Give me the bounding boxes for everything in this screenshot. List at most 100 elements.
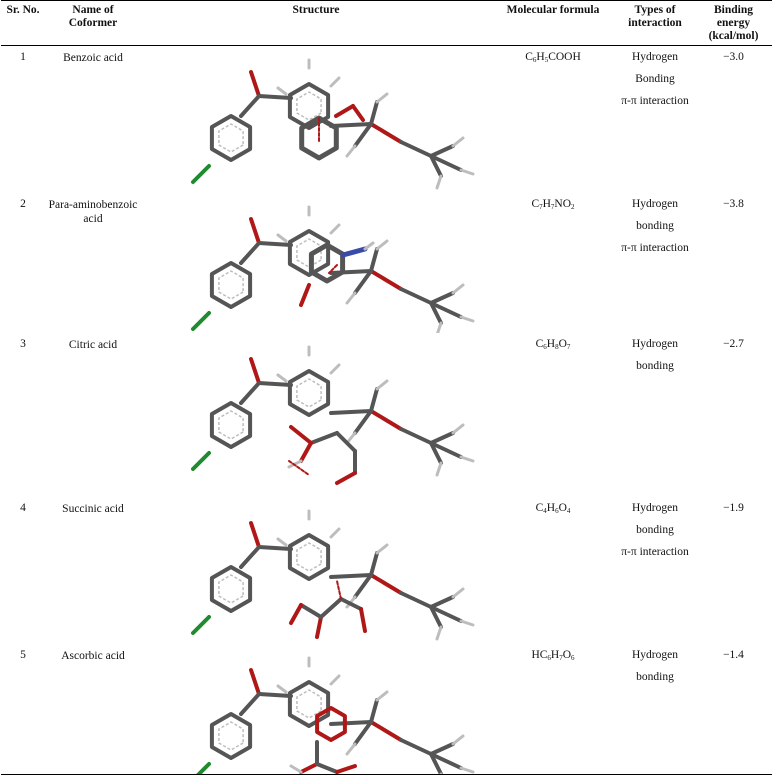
molecular-formula: C6H5COOH — [525, 51, 581, 64]
molecule-bond — [276, 537, 288, 547]
row-number: 1 — [20, 51, 26, 63]
molecule-bond — [353, 409, 373, 435]
molecule-bond — [451, 136, 465, 148]
structure-cell — [141, 193, 491, 333]
molecule-bond — [257, 692, 293, 698]
molecule-bond — [451, 423, 465, 435]
molecular-formula: HC6H7O6 — [531, 649, 575, 662]
interaction-type: bonding — [636, 671, 674, 683]
molecule-bond — [196, 762, 211, 774]
molecule-bond — [363, 241, 375, 251]
molecule-bond — [429, 752, 463, 770]
structure-cell — [141, 46, 491, 194]
molecule-bond — [451, 283, 465, 295]
coformer-name: Para-aminobenzoic acid — [48, 199, 138, 225]
molecule-ring — [287, 369, 331, 417]
molecule-bond — [375, 690, 389, 702]
molecule-bond — [335, 431, 357, 453]
molecule-ring — [218, 410, 244, 440]
molecule-bond — [399, 140, 433, 158]
molecule-bond — [289, 603, 303, 625]
molecule-bond — [429, 301, 463, 319]
molecule-ring — [287, 680, 331, 728]
binding-energy: −3.8 — [723, 198, 744, 210]
molecule-ring — [287, 533, 331, 581]
molecule-bond — [249, 357, 261, 385]
molecule-bond — [369, 122, 403, 144]
coformer-name: Ascorbic acid — [61, 650, 125, 662]
molecule-ring — [209, 261, 253, 309]
molecule-bond — [329, 122, 373, 128]
molecule-bond — [436, 321, 443, 333]
molecule-bond — [399, 287, 433, 305]
interaction-type: Hydrogen — [632, 502, 678, 514]
docked-complex-image — [191, 58, 475, 190]
molecule-bond — [429, 301, 443, 325]
interaction-type: Hydrogen — [632, 51, 678, 63]
molecule-bond — [315, 615, 323, 639]
binding-energy: −1.4 — [723, 649, 744, 661]
molecule-bond — [369, 698, 379, 724]
molecule-bond — [191, 615, 211, 635]
binding-energy: −2.7 — [723, 338, 744, 350]
molecule-bond — [257, 241, 293, 247]
molecule-bond — [289, 425, 313, 445]
docked-complex-image — [191, 205, 475, 333]
molecule-bond — [329, 527, 341, 539]
interaction-type: Hydrogen — [632, 338, 678, 350]
interaction-type: bonding — [636, 524, 674, 536]
molecule-bond — [191, 164, 211, 184]
molecule-bond — [329, 720, 373, 726]
molecule-bond — [429, 291, 455, 305]
binding-energy: −3.0 — [723, 51, 744, 63]
molecule-bond — [257, 545, 293, 551]
molecule-bond — [369, 269, 403, 291]
molecule-ring — [209, 565, 253, 613]
molecule-ring — [296, 238, 322, 268]
molecule-bond — [429, 154, 443, 178]
molecule-bond — [334, 104, 355, 118]
molecule-bond — [369, 720, 403, 742]
molecule-bond — [429, 595, 455, 609]
structure-cell — [141, 644, 491, 775]
docked-complex-image — [191, 509, 475, 641]
molecule-ring — [218, 270, 244, 300]
molecule-bond — [399, 427, 433, 445]
molecule-bond — [459, 766, 475, 774]
molecule-bond — [353, 122, 373, 148]
molecule-bond — [353, 573, 373, 599]
molecule-ring — [296, 91, 322, 121]
molecule-bond — [459, 455, 475, 463]
molecule-ring — [296, 378, 322, 408]
molecule-ring — [209, 114, 253, 162]
header-formula: Molecular formula — [506, 4, 600, 16]
molecule-bond — [369, 409, 403, 431]
molecule-bond — [459, 619, 475, 627]
molecule-bond — [345, 742, 357, 756]
molecule-ring — [209, 401, 253, 449]
molecule-ring — [296, 542, 322, 572]
header-srno: Sr. No. — [6, 4, 40, 16]
molecule-bond — [249, 70, 261, 98]
molecule-bond — [191, 311, 211, 331]
molecule-ring — [287, 82, 331, 130]
molecule-bond — [351, 104, 365, 122]
molecule-bond — [345, 144, 357, 158]
molecule-bond — [375, 543, 389, 555]
molecule-ring — [296, 689, 322, 719]
molecule-bond — [329, 573, 373, 579]
interaction-type: Hydrogen — [632, 198, 678, 210]
header-interaction: Types of interaction — [628, 4, 682, 29]
molecule-bond — [309, 431, 339, 445]
molecule-bond — [375, 239, 389, 251]
coformer-name: Benzoic acid — [63, 52, 123, 64]
molecule-bond — [359, 607, 367, 633]
molecule-bond — [429, 154, 463, 172]
molecule-bond — [329, 409, 373, 415]
